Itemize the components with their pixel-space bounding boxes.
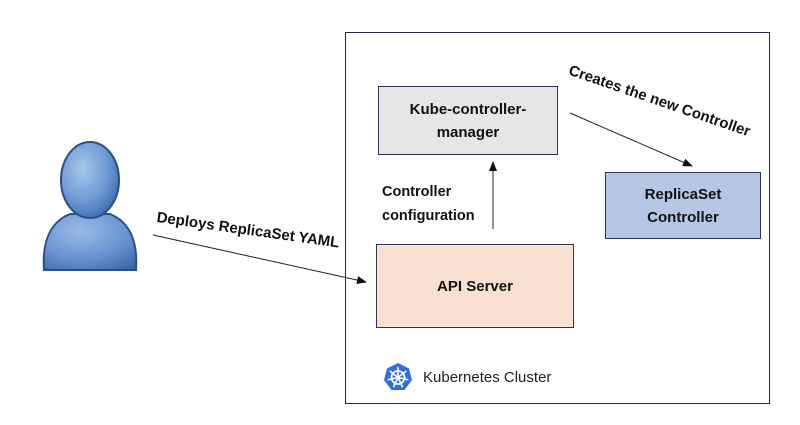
- replicaset-controller-label-line1: ReplicaSet: [644, 185, 722, 203]
- kubernetes-cluster-label: Kubernetes Cluster: [423, 368, 552, 386]
- replicaset-controller-label-line2: Controller: [647, 208, 719, 226]
- kube-controller-manager-label-line1: Kube-controller-: [409, 100, 527, 118]
- kube-controller-manager-label-line2: manager: [436, 123, 500, 141]
- kubernetes-helm-icon: [384, 363, 412, 390]
- kube-controller-manager-node: Kube-controller- manager: [378, 86, 558, 155]
- cluster-footer: Kubernetes Cluster: [383, 362, 551, 392]
- creates-controller-arrow: [569, 112, 693, 167]
- replicaset-controller-node: ReplicaSet Controller: [605, 172, 761, 239]
- controller-configuration-line1: Controller: [382, 184, 452, 200]
- deploy-arrow: [152, 234, 367, 284]
- controller-configuration-label: Controller configuration: [382, 180, 475, 228]
- api-server-node: API Server: [376, 244, 574, 328]
- user-icon: [42, 141, 138, 271]
- api-server-label: API Server: [437, 277, 513, 295]
- controller-configuration-line2: configuration: [382, 208, 475, 224]
